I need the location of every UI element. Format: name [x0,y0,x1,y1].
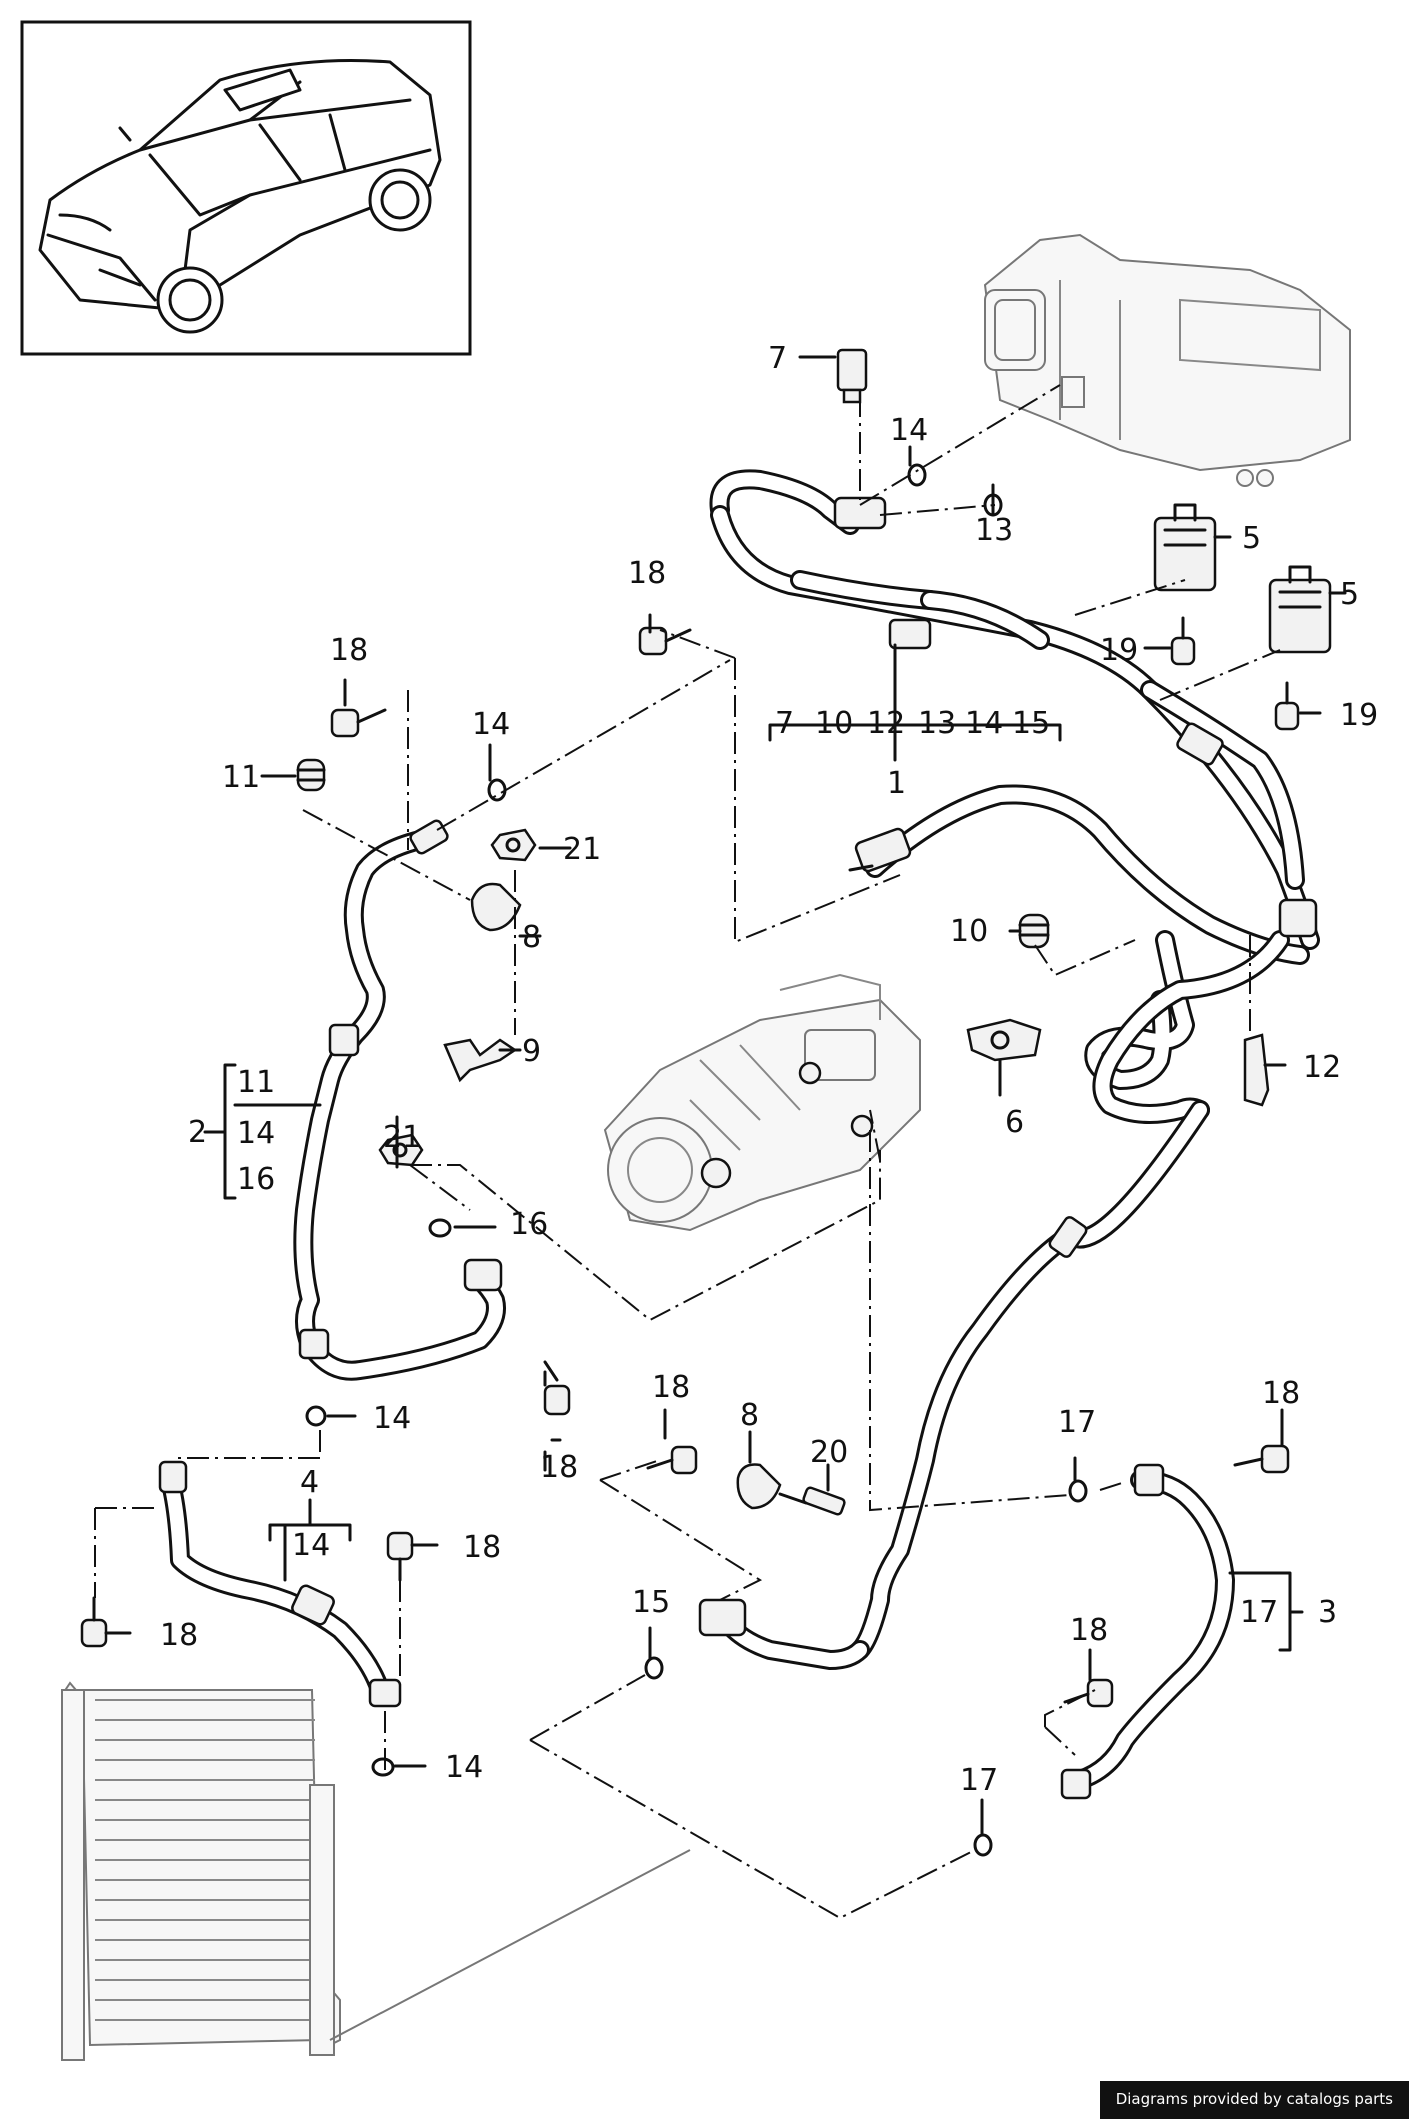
bolt-18-right [1233,1444,1290,1474]
label-14-mid: 14 [373,1401,411,1436]
o-ring-17-lower [973,1833,993,1857]
bracket-12 [1243,1033,1270,1107]
label-18-mid: 18 [652,1370,690,1405]
label-14-top: 14 [890,413,928,448]
line-3 [1060,1463,1235,1800]
label-5-upper: 5 [1242,521,1261,556]
label-10: 10 [950,914,988,949]
label-group4-member-0: 14 [292,1528,330,1563]
vehicle-illustration [38,58,442,334]
label-11: 11 [222,760,260,795]
label-group1-member-5: 15 [1012,706,1050,741]
o-ring-14-mid [305,1405,327,1427]
label-group2-member-0: 11 [237,1065,275,1100]
label-17-lower: 17 [960,1763,998,1798]
label-2: 2 [188,1115,207,1150]
condenser [61,1681,691,2061]
nut-21-upper [490,828,537,862]
leader-lines [104,355,1347,1837]
attribution-footer: Diagrams provided by catalogs parts [1099,2081,1409,2119]
bolt-18-center [543,1360,571,1416]
sensor-6 [966,1018,1042,1062]
sensor-7 [836,348,868,404]
label-4: 4 [300,1465,319,1500]
label-group2-member-1: 14 [237,1116,275,1151]
cap-11 [296,758,326,792]
label-18-condenser-left: 18 [160,1618,198,1653]
label-8-upper: 8 [522,920,541,955]
label-1: 1 [887,766,906,801]
bolt-19-lower [1274,681,1300,731]
label-9: 9 [522,1034,541,1069]
line-2 [293,819,506,1381]
bolt-18-left [330,708,387,738]
clamp-8-upper [470,882,522,932]
o-ring-14-bottom [371,1757,395,1777]
bolt-18-mid [646,1445,698,1475]
label-12: 12 [1303,1050,1341,1085]
o-ring-15 [644,1656,664,1680]
o-rings [305,463,1088,1857]
label-21-lower: 21 [383,1120,421,1155]
o-ring-16 [428,1218,452,1238]
label-3: 3 [1318,1595,1337,1630]
clamp-8-lower [736,1463,782,1510]
label-21-upper: 21 [563,832,601,867]
label-18-lower-right: 18 [1070,1613,1108,1648]
label-group1-member-1: 10 [815,706,853,741]
bolt-18-condenser-left [80,1596,108,1648]
label-6: 6 [1005,1105,1024,1140]
label-14-left: 14 [472,707,510,742]
bolt-19-upper [1170,616,1196,666]
assembly-lines [94,384,1281,1920]
callout-labels: 7 14 13 18 5 5 19 19 7 10 12 13 14 15 1 … [160,341,1378,1798]
bolt-18-top [638,626,692,656]
valve-5-lower [1268,565,1332,654]
label-18-top: 18 [628,556,666,591]
label-group1-member-2: 12 [867,706,905,741]
label-5-lower: 5 [1340,577,1359,612]
line-1-suction-pressure [698,469,1320,1670]
label-18-left: 18 [330,633,368,668]
bracket-9 [443,1038,518,1083]
label-7: 7 [768,341,787,376]
cap-10 [1018,913,1050,949]
label-group2-member-2: 16 [237,1162,275,1197]
label-18-center: 18 [540,1450,578,1485]
label-20: 20 [810,1435,848,1470]
label-19-upper: 19 [1100,633,1138,668]
label-14-bottom: 14 [445,1750,483,1785]
label-17-upper: 17 [1058,1405,1096,1440]
label-18-condenser-center: 18 [463,1530,501,1565]
label-group1-member-3: 13 [918,706,956,741]
ac-compressor [603,973,921,1232]
o-ring-17-upper [1068,1479,1088,1503]
hvac-housing [983,233,1351,487]
label-group1-member-4: 14 [965,706,1003,741]
label-15: 15 [632,1585,670,1620]
bolt-18-condenser-center [386,1531,414,1582]
o-ring-14-left [487,778,507,802]
label-18-right: 18 [1262,1376,1300,1411]
label-group1-member-0: 7 [775,706,794,741]
bolt-20 [778,1486,846,1516]
vehicle-inset [20,20,472,356]
line-4 [158,1460,402,1708]
label-16: 16 [510,1207,548,1242]
label-8-lower: 8 [740,1398,759,1433]
label-group3-member-0: 17 [1240,1595,1278,1630]
label-19-lower: 19 [1340,698,1378,733]
label-13: 13 [975,513,1013,548]
o-ring-14-top [907,463,927,487]
valve-5-upper [1153,503,1217,592]
